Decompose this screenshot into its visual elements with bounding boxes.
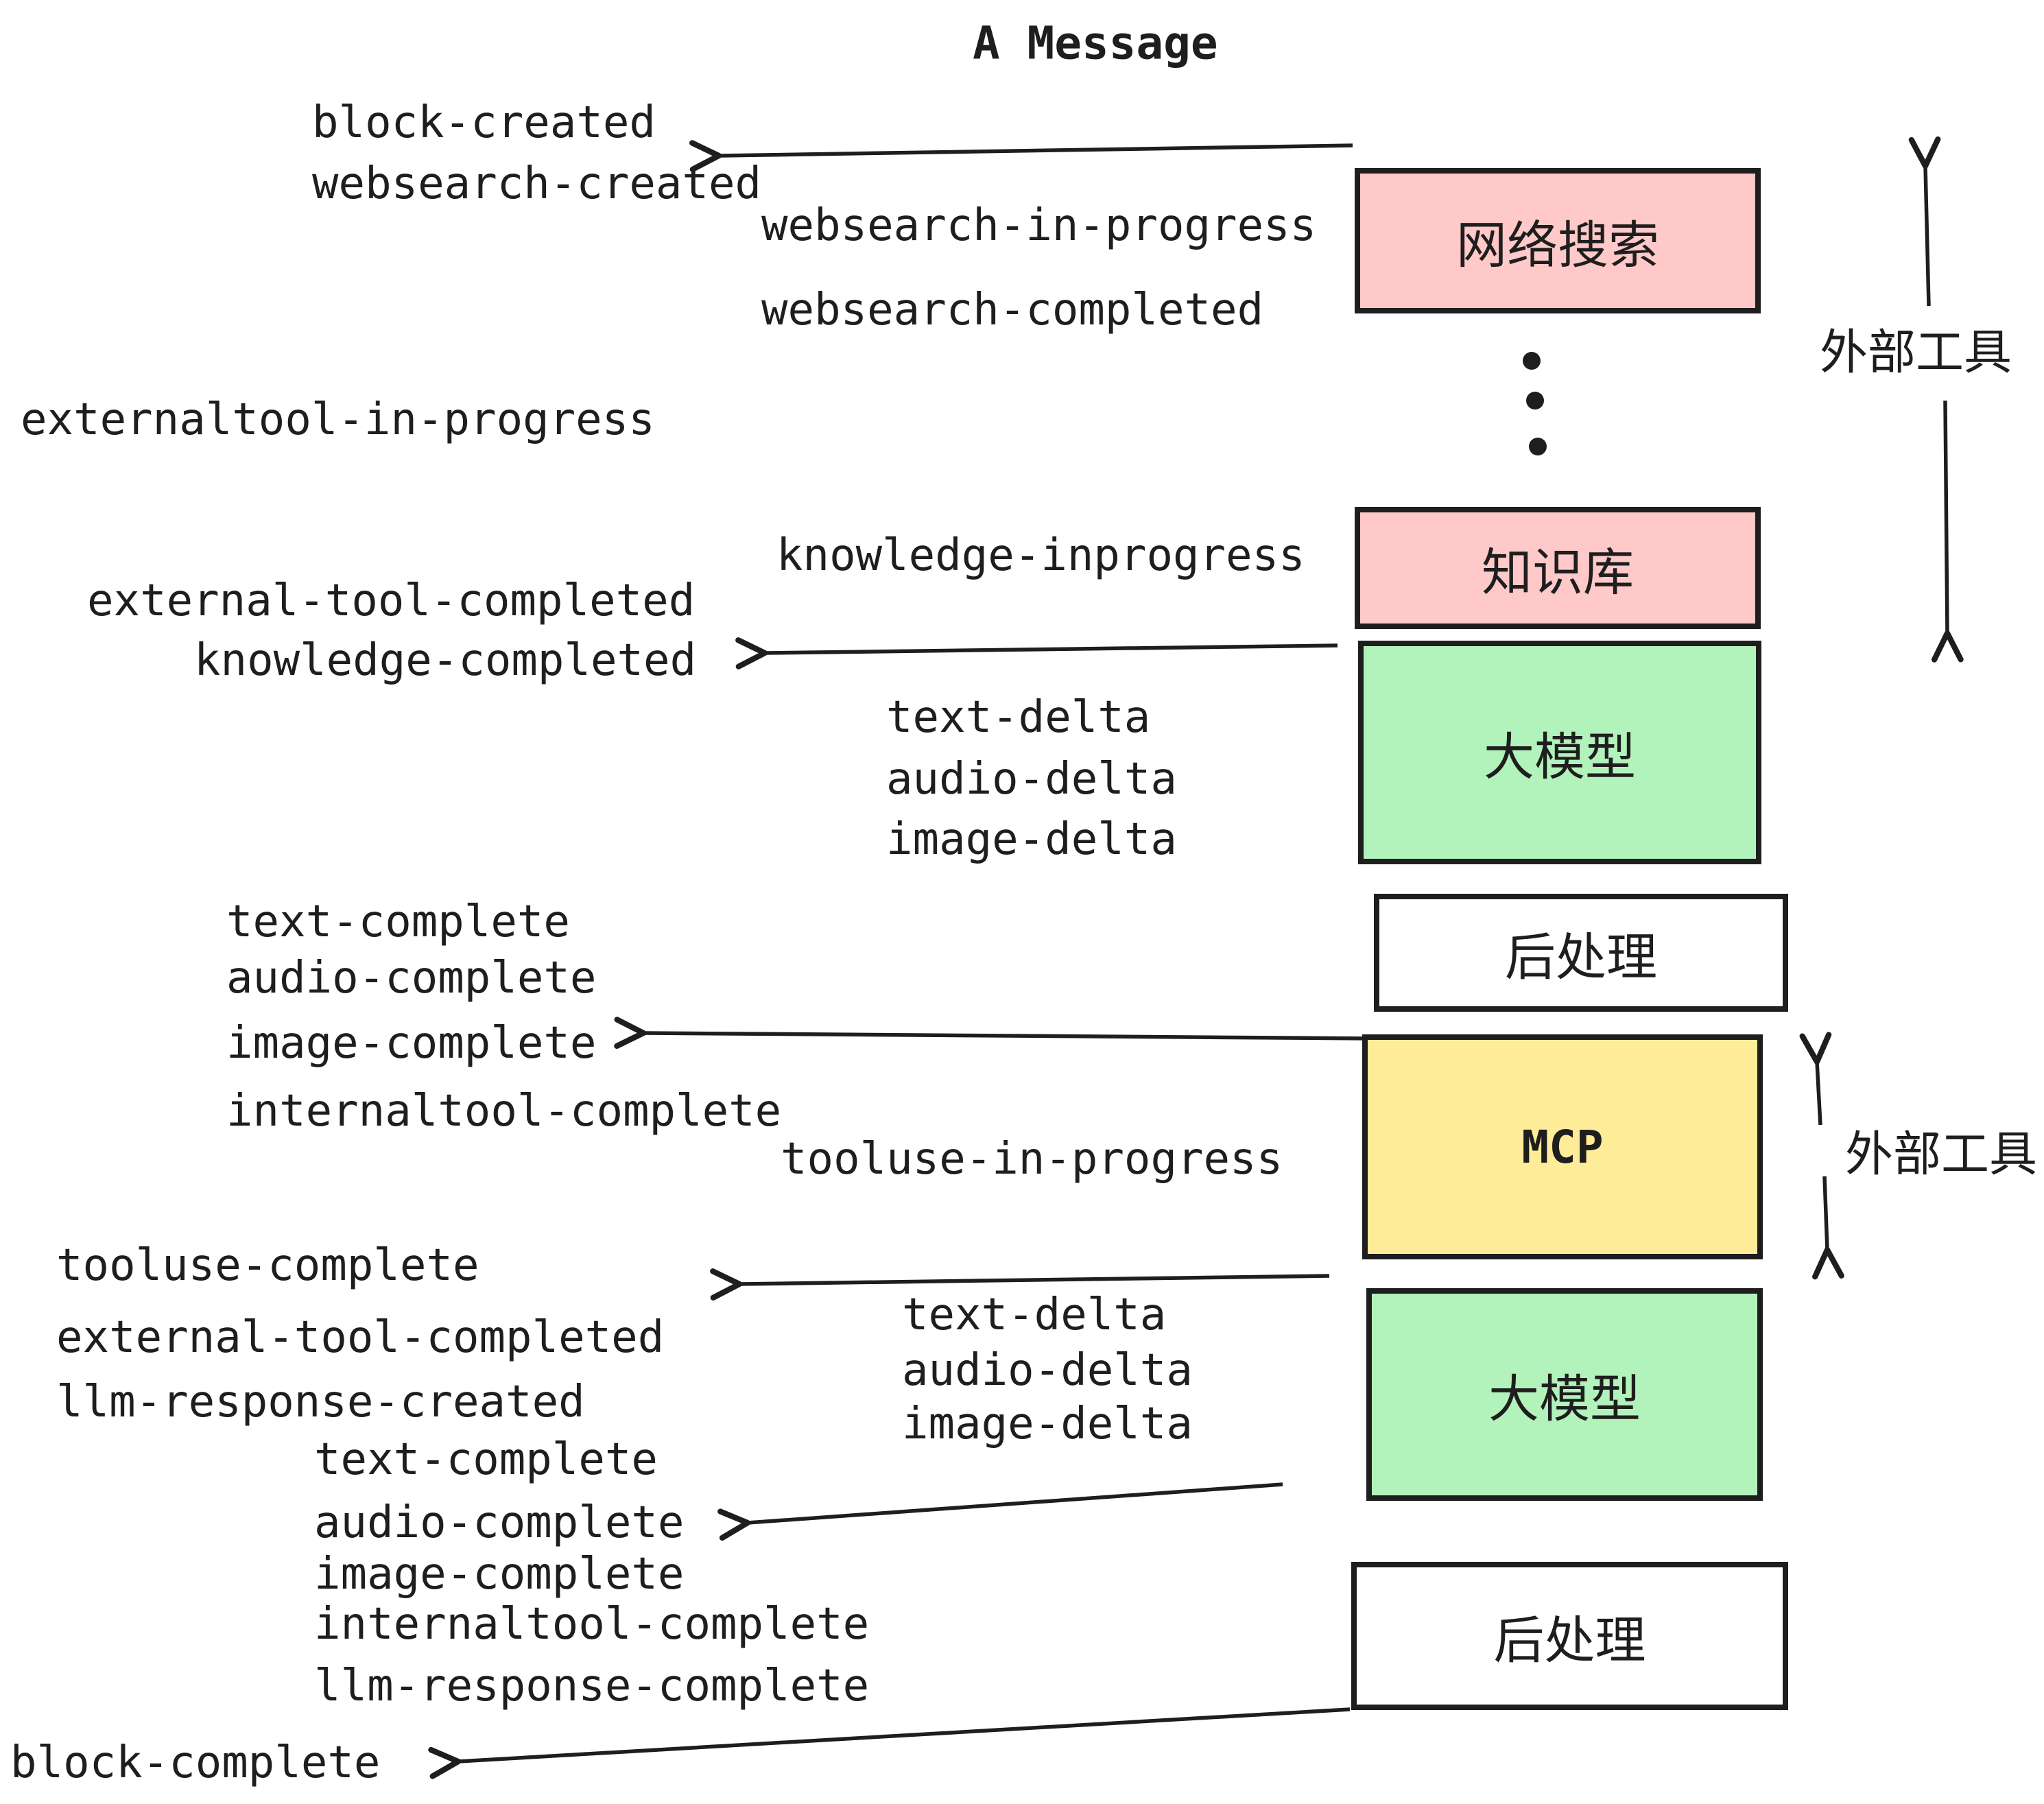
node-postprocess-top: 后处理: [1374, 894, 1788, 1012]
event-websearch-in-progress: websearch-in-progress: [761, 200, 1317, 251]
external-tools-bottom-label: 外部工具: [1845, 1126, 2037, 1183]
external-tools-top-arrow-down: [1931, 400, 1964, 663]
event-image-delta-2: image-delta: [902, 1399, 1193, 1449]
node-postprocess-top-label: 后处理: [1505, 927, 1657, 987]
external-tools-bottom-arrow-down: [1812, 1176, 1844, 1280]
node-knowledge-base-label: 知识库: [1482, 543, 1634, 602]
node-websearch: 网络搜索: [1355, 168, 1761, 313]
event-internaltool-complete-1: internaltool-complete: [226, 1086, 782, 1137]
event-block-complete: block-complete: [10, 1737, 381, 1788]
event-audio-complete-2: audio-complete: [314, 1497, 685, 1548]
event-text-delta-2: text-delta: [902, 1290, 1167, 1340]
ellipsis-dot: [1526, 392, 1544, 410]
event-image-complete-1: image-complete: [226, 1018, 597, 1069]
event-audio-delta-1: audio-delta: [886, 754, 1177, 805]
event-audio-delta-2: audio-delta: [902, 1345, 1193, 1396]
event-internaltool-complete-2: internaltool-complete: [314, 1599, 870, 1650]
event-text-complete-1: text-complete: [226, 897, 570, 947]
node-postprocess-bottom-label: 后处理: [1493, 1611, 1646, 1670]
event-externaltool-in-progress: externaltool-in-progress: [21, 394, 655, 445]
arrow-websearch-to-block-created: [689, 140, 1353, 172]
arrow-to-block-complete: [428, 1707, 1351, 1779]
ellipsis-dot: [1529, 438, 1547, 455]
page-title: A Message: [973, 16, 1218, 70]
event-tooluse-in-progress: tooluse-in-progress: [781, 1134, 1283, 1185]
node-websearch-label: 网络搜索: [1456, 215, 1659, 275]
arrow-to-image-complete: [614, 1017, 1371, 1049]
external-tools-top-label: 外部工具: [1820, 324, 2012, 381]
arrow-to-tooluse-complete: [710, 1268, 1330, 1301]
event-text-complete-2: text-complete: [314, 1434, 658, 1485]
event-block-created: block-created: [312, 97, 656, 148]
node-knowledge-base: 知识库: [1355, 507, 1761, 629]
event-image-delta-1: image-delta: [886, 814, 1177, 865]
event-external-tool-completed: external-tool-completed: [87, 575, 696, 626]
arrow-to-knowledge-completed: [735, 637, 1338, 669]
external-tools-bottom-arrow-up: [1799, 1032, 1832, 1126]
event-websearch-completed: websearch-completed: [761, 285, 1264, 335]
node-mcp-label: MCP: [1521, 1120, 1604, 1174]
event-external-tool-completed-2: external-tool-completed: [56, 1312, 665, 1363]
node-llm-top: 大模型: [1358, 641, 1761, 864]
event-knowledge-inprogress: knowledge-inprogress: [776, 530, 1305, 581]
arrow-to-audio-complete-2: [717, 1482, 1283, 1541]
event-llm-response-created: llm-response-created: [56, 1377, 585, 1427]
event-llm-response-complete: llm-response-complete: [314, 1661, 870, 1711]
node-postprocess-bottom: 后处理: [1351, 1562, 1788, 1710]
event-text-delta-1: text-delta: [886, 692, 1151, 743]
node-llm-top-label: 大模型: [1484, 727, 1636, 787]
node-llm-bottom: 大模型: [1366, 1288, 1763, 1501]
node-llm-bottom-label: 大模型: [1488, 1369, 1641, 1429]
ellipsis-dot: [1523, 352, 1541, 370]
event-image-complete-2: image-complete: [314, 1549, 685, 1600]
event-tooluse-complete: tooluse-complete: [56, 1240, 479, 1291]
event-audio-complete-1: audio-complete: [226, 953, 597, 1004]
event-websearch-created: websearch-created: [312, 158, 762, 209]
node-mcp: MCP: [1362, 1034, 1763, 1259]
external-tools-top-arrow-up: [1908, 136, 1941, 307]
event-knowledge-completed: knowledge-completed: [194, 635, 697, 686]
